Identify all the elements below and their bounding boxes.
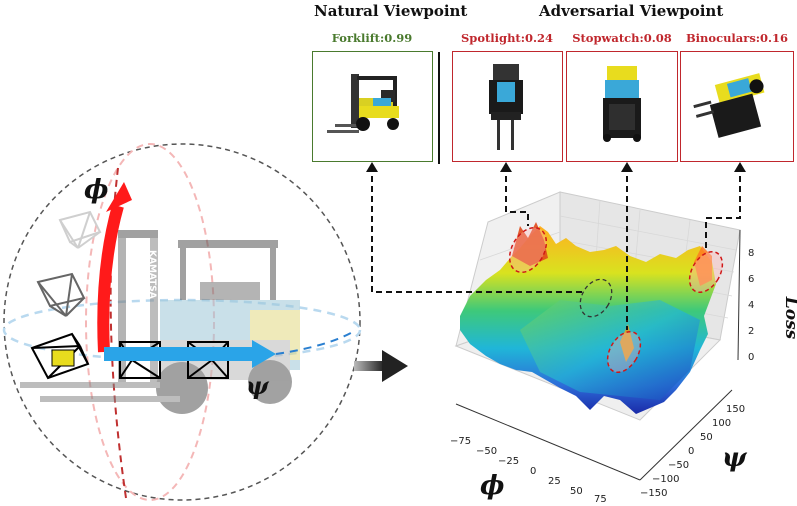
svg-text:−50: −50 (476, 446, 497, 457)
forklift-connector (371, 166, 584, 293)
spotlight-peak (512, 222, 548, 266)
svg-text:100: 100 (712, 418, 731, 429)
sphere-outline (3, 143, 361, 501)
binoculars-highlight (688, 250, 724, 294)
svg-text:−25: −25 (498, 456, 519, 467)
viewpoint-divider (438, 52, 440, 164)
psi-arrowhead (252, 340, 276, 368)
z-axis-ticks: 8 6 4 2 0 (748, 248, 754, 363)
binoculars-connector (705, 166, 741, 250)
forklift-highlight (579, 278, 613, 318)
svg-text:150: 150 (726, 404, 745, 415)
camera-bottom-icon (30, 332, 90, 380)
camera-middle-icon (36, 272, 86, 317)
forklift-top-image (603, 66, 641, 142)
svg-text:−75: −75 (450, 436, 471, 447)
binoculars-score-label: Binoculars:0.16 (685, 31, 789, 45)
viewpoint-sphere-diagram: KAMATSA (2, 143, 362, 501)
phi-axis-ticks: −75 −50 −25 0 25 50 75 (450, 436, 607, 505)
phi-arrow (97, 204, 124, 353)
forklift-tilted-image (693, 73, 765, 138)
svg-text:50: 50 (700, 432, 713, 443)
forklift-side-image (327, 74, 399, 133)
stopwatch-panel (566, 51, 678, 162)
svg-text:−100: −100 (652, 474, 679, 485)
psi-arrow (104, 347, 252, 361)
svg-text:25: 25 (548, 476, 561, 487)
psi-label: ψ (246, 371, 270, 400)
svg-text:6: 6 (748, 274, 754, 285)
transition-arrow (354, 350, 408, 382)
spotlight-panel (452, 51, 563, 162)
svg-text:0: 0 (688, 446, 694, 457)
phi-axis-label: ϕ (480, 471, 504, 501)
stopwatch-peak (620, 324, 634, 362)
natural-forklift-panel (312, 51, 433, 162)
stopwatch-highlight (606, 330, 642, 374)
binoculars-panel (680, 51, 794, 162)
psi-axis-label: ψ (722, 443, 748, 473)
svg-text:8: 8 (748, 248, 754, 259)
svg-text:4: 4 (748, 300, 754, 311)
forklift-score-label: Forklift:0.99 (331, 31, 413, 45)
natural-viewpoint-header: Natural Viewpoint (314, 2, 468, 20)
loss-axis-label: Loss (781, 296, 797, 340)
adversarial-viewpoint-header: Adversarial Viewpoint (539, 2, 724, 20)
forklift-rear-image (489, 64, 523, 150)
forklift-brand-text: KAMATSA (147, 250, 157, 299)
svg-text:2: 2 (748, 326, 754, 337)
phi-arrowhead (106, 182, 132, 212)
svg-text:−150: −150 (640, 488, 667, 499)
camera-top-icon (58, 210, 102, 249)
spotlight-connector (505, 166, 529, 226)
spotlight-highlight (508, 226, 548, 274)
svg-text:0: 0 (748, 352, 754, 363)
binoculars-peak (694, 246, 712, 286)
stopwatch-score-label: Stopwatch:0.08 (572, 31, 672, 45)
svg-text:−50: −50 (668, 460, 689, 471)
svg-text:0: 0 (530, 466, 536, 477)
phi-label: ϕ (84, 175, 108, 205)
spotlight-score-label: Spotlight:0.24 (460, 31, 554, 45)
svg-text:75: 75 (594, 494, 607, 505)
psi-axis-ticks: 150 100 50 0 −50 −100 −150 (640, 404, 745, 499)
svg-text:50: 50 (570, 486, 583, 497)
